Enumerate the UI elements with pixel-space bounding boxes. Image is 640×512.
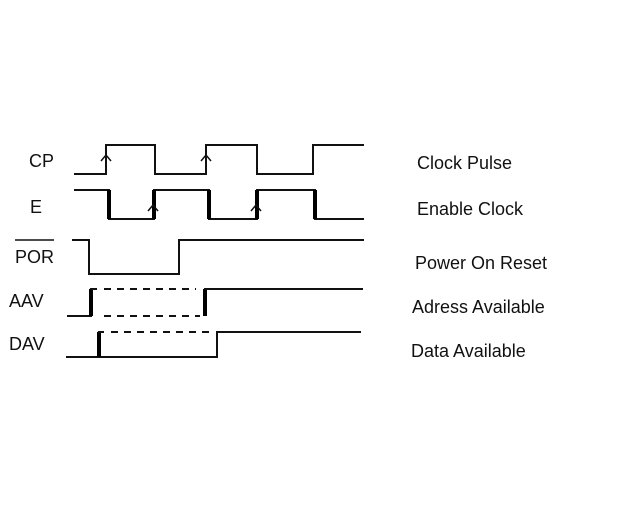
waveform-e <box>74 189 364 220</box>
rising-edge-arrow-icon <box>200 153 212 162</box>
description-e: Enable Clock <box>417 199 524 219</box>
rising-edge-arrow-icon <box>250 203 262 212</box>
description-cp: Clock Pulse <box>417 153 512 173</box>
rising-edge-arrow-icon <box>147 203 159 212</box>
waveform-aav <box>67 288 363 317</box>
signal-label-e: E <box>30 197 42 217</box>
waveform-cp <box>74 144 364 175</box>
por-trace <box>72 239 364 275</box>
description-dav: Data Available <box>411 341 526 361</box>
waveform-por <box>72 239 364 275</box>
cp-trace <box>74 144 364 175</box>
e-trace <box>74 189 364 220</box>
description-aav: Adress Available <box>412 297 545 317</box>
signal-label-aav: AAV <box>9 291 44 311</box>
signal-label-dav: DAV <box>9 334 45 354</box>
description-por: Power On Reset <box>415 253 547 273</box>
waveform-dav <box>66 331 361 358</box>
signal-label-por: POR <box>15 247 54 267</box>
signal-label-cp: CP <box>29 151 54 171</box>
rising-edge-arrow-icon <box>100 153 112 162</box>
